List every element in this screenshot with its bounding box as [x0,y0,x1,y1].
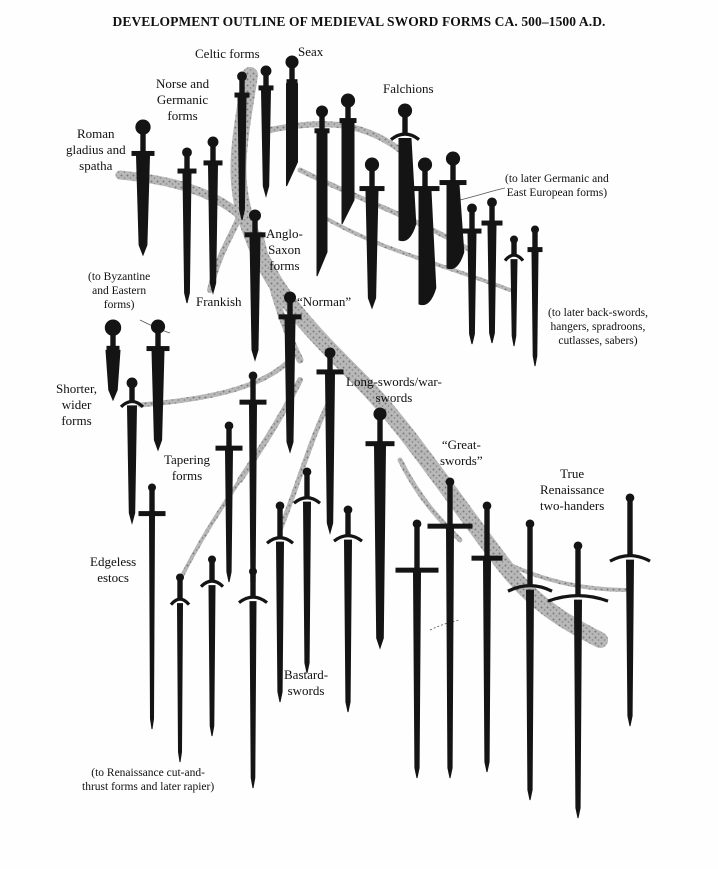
sword-icon [440,152,466,269]
sword-icon [508,520,552,800]
sword-icon [317,348,343,533]
sword-icon [121,378,143,523]
sword-icon [147,320,169,450]
sword-icon [201,556,223,736]
sword-icon [294,468,320,673]
sword-icon [245,210,265,360]
sword-icon [139,484,165,729]
sword-icon [216,422,242,582]
sword-icon [360,158,384,308]
sword-icon [391,104,419,241]
label-shorter-wider: Shorter,widerforms [56,381,97,429]
sword-icon [279,292,301,452]
sword-icon [610,494,650,726]
sword-icon [239,568,267,788]
label-tapering-forms: Taperingforms [164,452,210,484]
sword-icon [366,408,394,648]
sword-icon [334,506,362,712]
label-renaissance-cut-thrust: (to Renaissance cut-and-thrust forms and… [82,766,214,794]
sword-icon [204,137,222,293]
sword-icon [528,226,542,366]
label-true-renaissance: TrueRenaissancetwo-handers [540,466,604,514]
connector-line [430,620,460,630]
label-bastard-swords: Bastard-swords [284,667,328,699]
sword-icon [286,56,298,186]
sword-icon [340,94,356,224]
sword-icon [105,320,120,400]
sword-icon [482,198,502,343]
label-celtic-forms: Celtic forms [195,46,260,62]
sword-icon [472,502,502,772]
label-norse-germanic: Norse andGermanicforms [156,76,209,124]
sword-icon [240,372,266,592]
swords [105,56,650,818]
label-falchions: Falchions [383,81,434,97]
label-frankish: Frankish [196,294,242,310]
label-long-swords: Long-swords/war-swords [346,374,442,406]
label-norman: “Norman” [297,294,351,310]
label-roman-gladius-spatha: Romangladius andspatha [66,126,126,174]
label-anglo-saxon: Anglo-Saxonforms [266,226,303,274]
label-seax: Seax [298,44,323,60]
label-later-germanic: (to later Germanic andEast European form… [505,172,609,200]
diagram-title: DEVELOPMENT OUTLINE OF MEDIEVAL SWORD FO… [0,14,718,30]
label-byzantine-eastern: (to Byzantineand Easternforms) [88,270,150,312]
sword-icon [178,148,196,303]
sword-icon [396,520,438,778]
sword-icon [315,106,329,276]
sword-icon [171,574,189,762]
connector-line [460,188,505,200]
sword-icon [132,120,154,255]
label-great-swords: “Great-swords” [440,437,483,469]
label-edgeless-estocs: Edgelessestocs [90,554,136,586]
label-back-swords: (to later back-swords,hangers, spradroon… [548,306,648,348]
